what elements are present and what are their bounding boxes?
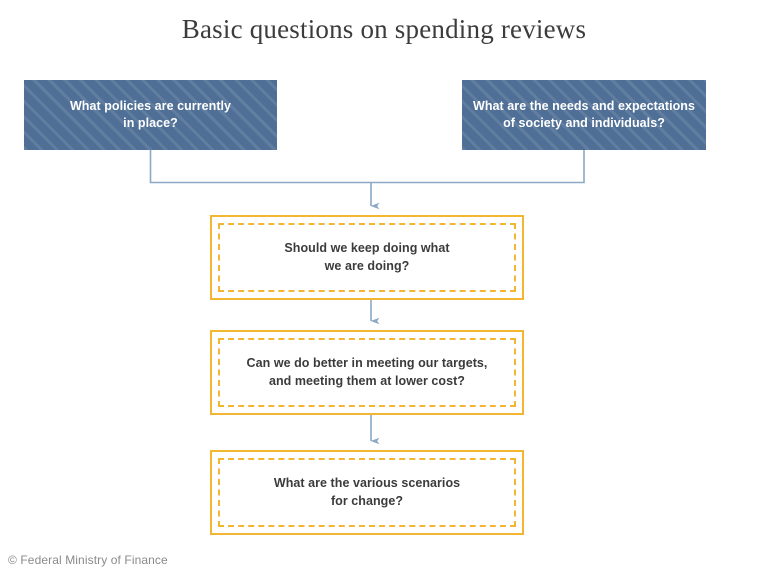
- question-box-do-better-label: Can we do better in meeting our targets,…: [246, 355, 488, 388]
- question-box-do-better: Can we do better in meeting our targets,…: [210, 330, 524, 415]
- page-title: Basic questions on spending reviews: [181, 14, 587, 44]
- question-box-scenarios: What are the various scenarios for chang…: [210, 450, 524, 535]
- question-box-scenarios-label: What are the various scenarios for chang…: [273, 475, 461, 508]
- connector-sources-to-q1: [149, 150, 585, 210]
- question-box-scenarios-inner: What are the various scenarios for chang…: [218, 458, 516, 527]
- source-box-policies: What policies are currently in place?: [24, 80, 277, 150]
- source-box-needs-label: What are the needs and expectations of s…: [473, 98, 695, 130]
- question-box-keep-doing-label: Should we keep doing what we are doing?: [284, 240, 450, 273]
- source-box-policies-label: What policies are currently in place?: [69, 98, 232, 130]
- source-box-needs: What are the needs and expectations of s…: [462, 80, 706, 150]
- question-box-do-better-inner: Can we do better in meeting our targets,…: [218, 338, 516, 407]
- question-box-keep-doing-inner: Should we keep doing what we are doing?: [218, 223, 516, 292]
- copyright-footer: © Federal Ministry of Finance: [8, 553, 168, 567]
- question-box-keep-doing: Should we keep doing what we are doing?: [210, 215, 524, 300]
